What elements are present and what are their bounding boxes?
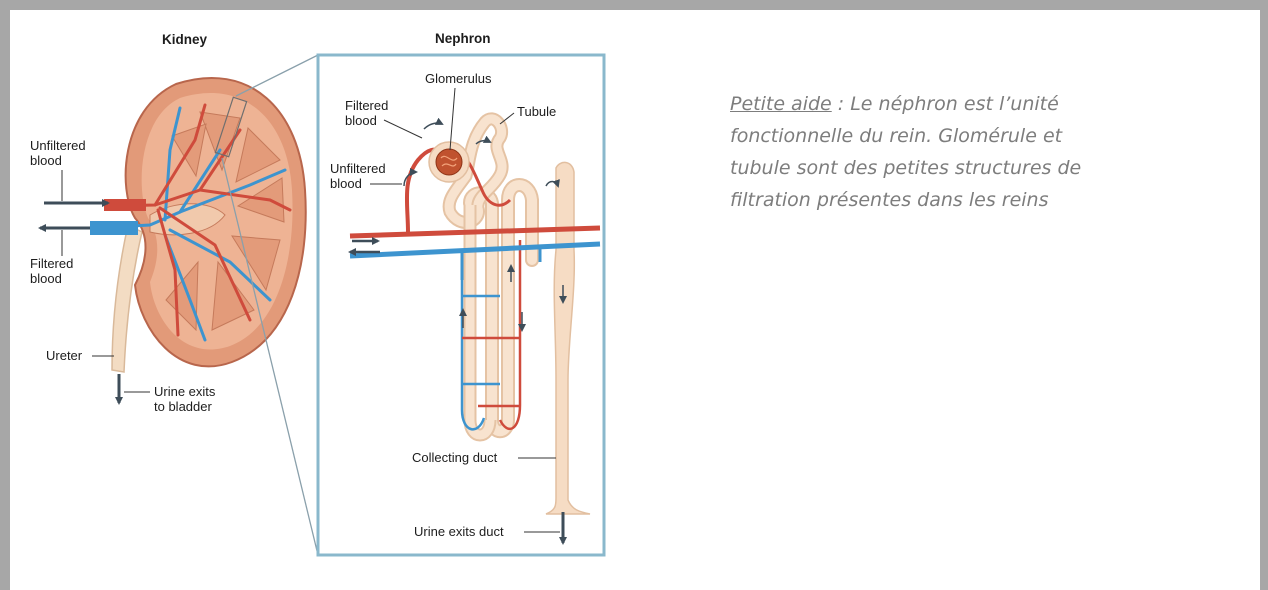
renal-vein — [90, 221, 138, 235]
nephron-label-urine-exits-duct: Urine exits duct — [414, 524, 504, 539]
svg-text:blood: blood — [330, 176, 362, 191]
svg-text:Filtered: Filtered — [345, 98, 388, 113]
kidney-label-ureter: Ureter — [46, 348, 83, 363]
kidney-label-unfiltered: Unfiltered blood — [30, 138, 86, 168]
help-note-title: Petite aide — [730, 93, 832, 115]
nephron-label-glomerulus: Glomerulus — [425, 71, 492, 86]
svg-text:blood: blood — [30, 271, 62, 286]
kidney-illustration — [90, 78, 306, 372]
svg-text:Urine exits: Urine exits — [154, 384, 216, 399]
svg-text:blood: blood — [345, 113, 377, 128]
nephron-title: Nephron — [435, 31, 491, 46]
svg-text:Unfiltered: Unfiltered — [330, 161, 386, 176]
nephron-label-collecting-duct: Collecting duct — [412, 450, 498, 465]
kidney-label-urine: Urine exits to bladder — [154, 384, 216, 414]
svg-text:Filtered: Filtered — [30, 256, 73, 271]
svg-text:blood: blood — [30, 153, 62, 168]
svg-text:Unfiltered: Unfiltered — [30, 138, 86, 153]
svg-text:to bladder: to bladder — [154, 399, 212, 414]
zoom-line-top — [236, 55, 318, 96]
kidney-title: Kidney — [162, 32, 208, 47]
glomerulus — [436, 149, 462, 175]
kidney-label-filtered: Filtered blood — [30, 256, 73, 286]
help-note: Petite aide : Le néphron est l’unité fon… — [730, 88, 1090, 216]
renal-artery — [104, 199, 146, 211]
nephron-label-tubule: Tubule — [517, 104, 556, 119]
